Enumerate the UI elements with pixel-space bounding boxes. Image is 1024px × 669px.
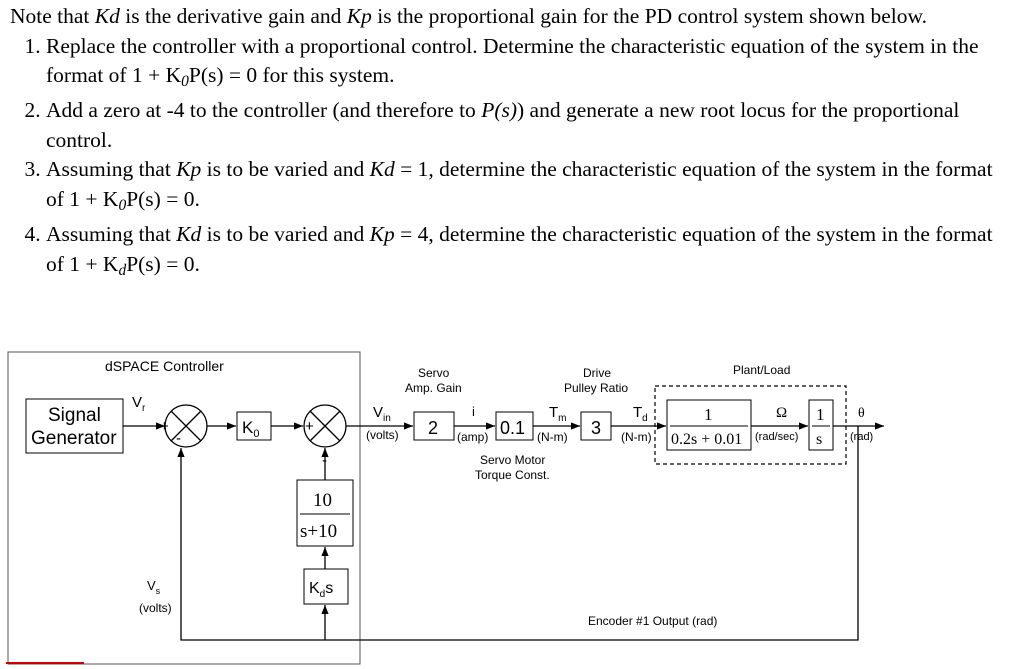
- q3-eq-rest: P(s) = 0: [126, 186, 195, 211]
- intro-paragraph: Note that Kd is the derivative gain and …: [10, 2, 1010, 32]
- drive-title-1: Drive: [583, 366, 611, 380]
- theta-unit: (rad): [850, 431, 873, 443]
- drive-pulley-block: [580, 411, 612, 441]
- q2-text-a: Add a zero at -4 to the controller (and …: [46, 98, 482, 123]
- problem-statement: Note that Kd is the derivative gain and …: [10, 2, 1010, 285]
- q1-equation: 1 + K0P(s) = 0: [131, 63, 258, 90]
- question-1: Replace the controller with a proportion…: [46, 32, 1010, 97]
- q1-text-a: Replace the controller with a proportion…: [46, 33, 979, 88]
- integrator-denominator: s: [816, 431, 822, 448]
- kp-gain-label: K0: [242, 418, 259, 440]
- tm-label: Tm: [549, 404, 567, 424]
- motor-label-2: Torque Const.: [475, 468, 550, 482]
- summing-junction-2: [303, 404, 347, 448]
- block-diagram: dSPACE Controller Signal Generator Vr + …: [7, 351, 884, 665]
- q1-eq-lead: 1 + K: [131, 63, 182, 87]
- pulley-ratio-value: 3: [591, 418, 601, 438]
- servo-title-2: Amp. Gain: [405, 381, 462, 395]
- q3-eq-lead: 1 + K: [69, 186, 119, 211]
- filter-block: [296, 479, 354, 547]
- question-list: Replace the controller with a proportion…: [10, 32, 1010, 286]
- plant-load-box: [654, 385, 847, 465]
- q1-eq-rest: P(s) = 0: [188, 63, 258, 87]
- question-2: Add a zero at -4 to the controller (and …: [46, 96, 1010, 155]
- filter-numerator: 10: [313, 490, 332, 511]
- signal-generator-label-2: Generator: [31, 428, 117, 449]
- vin-unit: (volts): [366, 428, 399, 442]
- intro-text-b: is the derivative gain and: [119, 4, 347, 28]
- kd-s-block: [303, 568, 349, 605]
- q3-text-a: Assuming that: [46, 157, 177, 182]
- plant-title: Plant/Load: [733, 363, 790, 377]
- q4-eq-lead: 1 + K: [69, 251, 119, 276]
- q3-text-b: is to be varied and: [201, 157, 370, 182]
- controller-title: dSPACE Controller: [105, 358, 224, 374]
- current-label: i: [472, 404, 475, 419]
- q4-equation: 1 + KdP(s) = 0: [69, 251, 195, 279]
- q4-gain-1: Kd: [176, 222, 202, 247]
- sum1-plus-sign: +: [160, 418, 169, 435]
- omega-label: Ω: [776, 405, 787, 421]
- td-label: Td: [633, 404, 648, 424]
- question-3: Assuming that Kp is to be varied and Kd …: [46, 155, 1010, 220]
- sum1-minus-sign: -: [176, 430, 181, 447]
- servo-amp-block: [413, 411, 455, 441]
- q4-eq-sub: d: [118, 261, 127, 279]
- encoder-label: Encoder #1 Output (rad): [588, 614, 717, 628]
- sum2-plus-sign: +: [305, 418, 314, 435]
- motor-label-1: Servo Motor: [480, 453, 545, 467]
- theta-label: θ: [858, 406, 865, 421]
- vr-label: Vr: [132, 394, 146, 414]
- intro-text-a: Note that: [10, 4, 95, 28]
- omega-unit: (rad/sec): [755, 431, 798, 443]
- integrator-block: [808, 399, 834, 451]
- q4-text-b: is to be varied and: [201, 222, 370, 247]
- question-4: Assuming that Kd is to be varied and Kp …: [46, 220, 1010, 285]
- kd-s-label: Kds: [309, 580, 333, 600]
- filter-denominator: s+10: [300, 521, 337, 542]
- q3-text-d: .: [194, 186, 200, 211]
- kd-symbol: Kd: [94, 4, 120, 28]
- intro-text-c: is the proportional gain for the PD cont…: [371, 4, 927, 28]
- q4-text-c: = 4, determine the characteristic equati…: [46, 222, 993, 276]
- q2-ps: P(s): [481, 98, 518, 123]
- q3-equation: 1 + K0P(s) = 0: [69, 186, 195, 214]
- vin-label: Vin: [373, 404, 391, 424]
- signal-generator-block: [25, 398, 124, 454]
- kp-symbol: Kp: [346, 4, 372, 28]
- q3-text-c: = 1, determine the characteristic equati…: [46, 157, 993, 211]
- q3-gain-2: Kd: [369, 157, 395, 182]
- q4-gain-2: Kp: [369, 222, 395, 247]
- outer-feedback-path: [177, 426, 859, 641]
- plant-numerator: 1: [704, 405, 713, 424]
- q4-eq-rest: P(s) = 0: [126, 251, 195, 276]
- kp-gain-block: [236, 411, 272, 441]
- drive-title-2: Pulley Ratio: [564, 381, 628, 395]
- q3-eq-sub: 0: [118, 196, 127, 214]
- signal-generator-label-1: Signal: [48, 405, 101, 426]
- plant-denominator: 0.2s + 0.01: [671, 431, 742, 448]
- dspace-controller-box: [7, 351, 361, 665]
- plant-transfer-block: [666, 399, 752, 451]
- integrator-numerator: 1: [816, 405, 825, 424]
- q4-text-a: Assuming that: [46, 222, 177, 247]
- torque-constant-block: [495, 411, 534, 441]
- q4-text-d: .: [194, 251, 200, 276]
- vs-label: Vs: [147, 578, 161, 596]
- tm-unit: (N-m): [537, 430, 568, 444]
- td-unit: (N-m): [621, 430, 652, 444]
- cut-off-underline: [6, 662, 84, 667]
- torque-constant-value: 0.1: [500, 418, 525, 438]
- q2-text-b: ) and generate a new root locus for the …: [46, 98, 960, 152]
- q1-text-b: for this system.: [257, 63, 395, 87]
- servo-title-1: Servo: [418, 366, 450, 380]
- summing-junction-1: [164, 404, 208, 448]
- vs-unit: (volts): [139, 601, 172, 615]
- q1-eq-sub: 0: [181, 72, 189, 90]
- q3-gain-1: Kp: [176, 157, 202, 182]
- servo-amp-gain: 2: [428, 418, 438, 438]
- current-unit: (amp): [457, 430, 488, 444]
